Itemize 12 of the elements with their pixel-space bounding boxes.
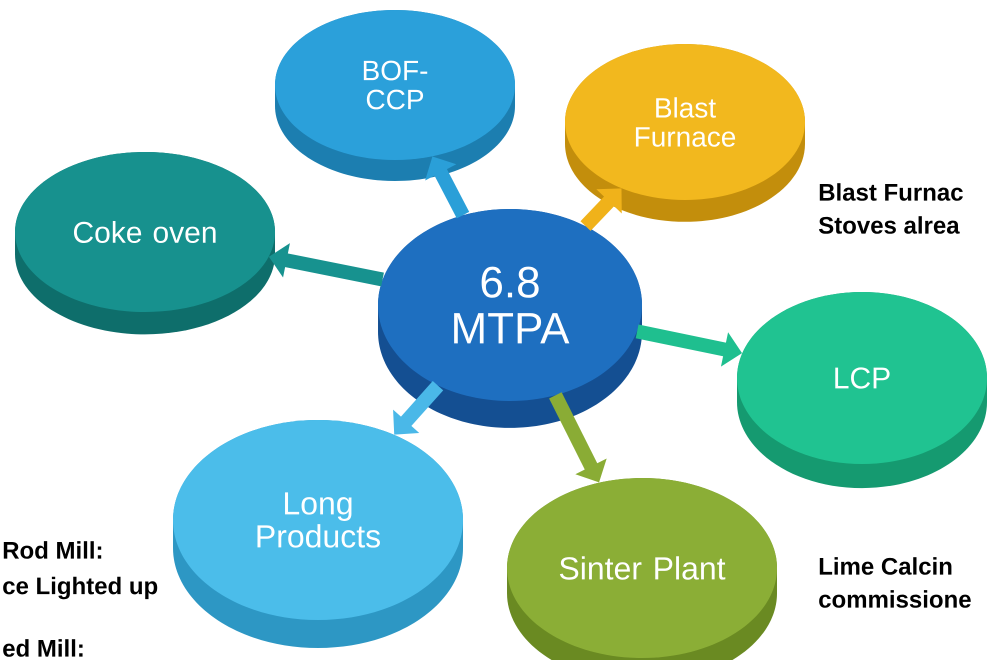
disc-node: BOF- CCP [275, 10, 515, 181]
note-text: ed Mill: [3, 639, 83, 657]
disc-node: 6.8 MTPA [378, 209, 642, 428]
note-text: Stoves alrea [818, 216, 960, 234]
disc-node: Blast Furnace [565, 44, 805, 222]
disc-node: Coke oven [15, 152, 275, 334]
disc-node: Long Products [173, 420, 463, 648]
note-text: Rod Mill: [4, 541, 102, 559]
disc-node: LCP [737, 292, 987, 488]
disc-node: Sinter Plant [507, 478, 777, 660]
note-text: Lime Calcin [820, 557, 952, 575]
note-text: commissione [819, 590, 971, 608]
